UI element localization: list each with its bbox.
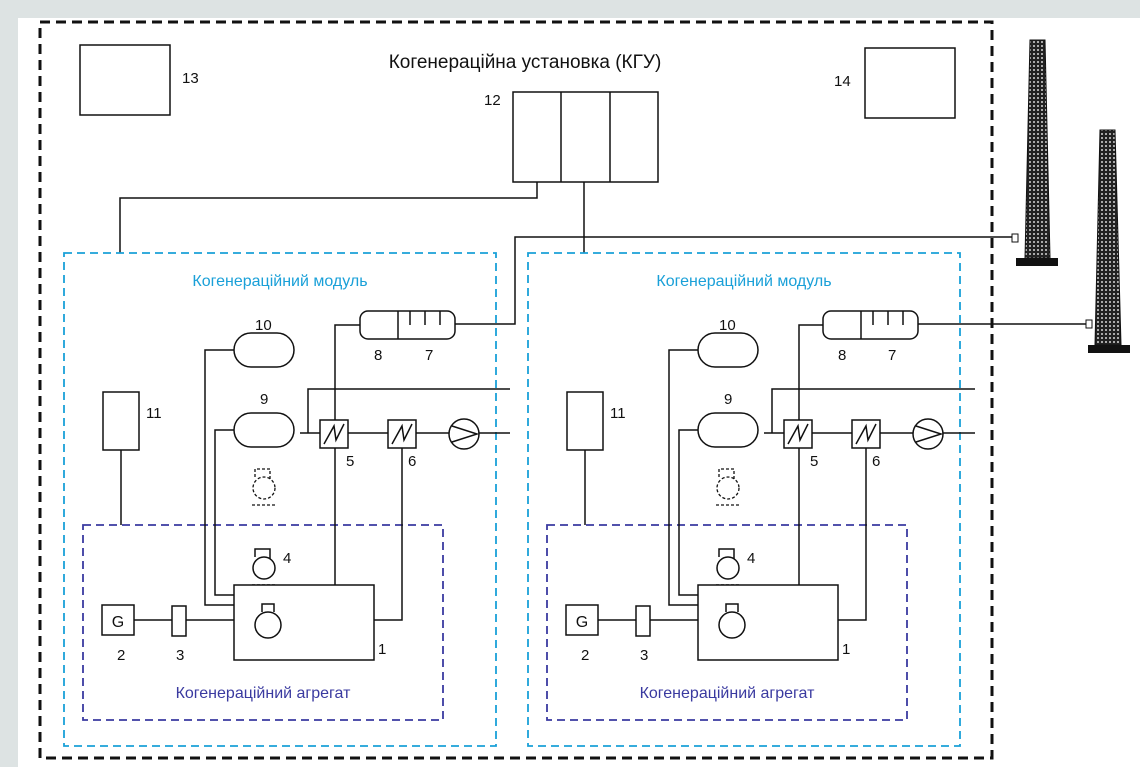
exhaust-unit-right	[822, 310, 919, 340]
plant-title: Когенераційна установка (КГУ)	[389, 52, 662, 73]
module-right-title: Когенераційний модуль	[656, 273, 831, 290]
label-10-left: 10	[255, 317, 272, 334]
aggregate-left-boundary	[82, 524, 444, 721]
exhaust-line-left	[455, 236, 1015, 325]
pump-spare-right	[716, 468, 741, 506]
label-9-right: 9	[724, 391, 732, 408]
heat-exchanger-6-left	[387, 419, 417, 449]
aggregate-right-title: Когенераційний агрегат	[640, 685, 816, 702]
plant-boundary	[38, 20, 994, 760]
label-6-right: 6	[872, 453, 880, 470]
module-left-title: Когенераційний модуль	[192, 273, 367, 290]
label-5-right: 5	[810, 453, 818, 470]
tank-10-left	[233, 332, 295, 368]
label-5-left: 5	[346, 453, 354, 470]
module-left: Когенераційний модуль Когенераційний агр…	[63, 252, 510, 747]
chimney-left	[1011, 39, 1058, 266]
label-4-left: 4	[283, 550, 291, 567]
label-11-right: 11	[610, 405, 626, 422]
tank-9-left	[233, 412, 295, 448]
engine-1-right	[697, 584, 839, 661]
label-8-right: 8	[838, 347, 846, 364]
label-8-left: 8	[374, 347, 382, 364]
box-14	[864, 47, 956, 119]
aggregate-left-title: Когенераційний агрегат	[176, 685, 352, 702]
label-10-right: 10	[719, 317, 736, 334]
tank-10-right	[697, 332, 759, 368]
label-6-left: 6	[408, 453, 416, 470]
label-2-right: 2	[581, 647, 589, 664]
coupling-3-left	[171, 605, 187, 637]
coupling-3-right	[635, 605, 651, 637]
circulation-pump-left	[448, 418, 480, 450]
tank-9-right	[697, 412, 759, 448]
label-13: 13	[182, 70, 199, 87]
box-13	[79, 44, 171, 116]
exhaust-unit-left	[359, 310, 456, 340]
label-4-right: 4	[747, 550, 755, 567]
label-7-left: 7	[425, 347, 433, 364]
label-9-left: 9	[260, 391, 268, 408]
module-right: Когенераційний модуль Когенераційний агр…	[527, 252, 975, 747]
generator-2-right	[565, 604, 599, 636]
engine-1-left	[233, 584, 375, 661]
label-14: 14	[834, 73, 851, 90]
label-7-right: 7	[888, 347, 896, 364]
pump-spare-left	[252, 468, 277, 506]
heat-exchanger-5-left	[319, 419, 349, 449]
circulation-pump-right	[912, 418, 944, 450]
aggregate-right-boundary	[546, 524, 908, 721]
label-12: 12	[484, 92, 501, 109]
label-2-left: 2	[117, 647, 125, 664]
chimney-right	[1085, 129, 1130, 353]
module-left-boundary	[63, 252, 497, 747]
label-11-left: 11	[146, 405, 162, 422]
module-right-boundary	[527, 252, 961, 747]
generator-symbol-left: G	[112, 614, 124, 631]
label-1-left: 1	[378, 641, 386, 658]
label-3-left: 3	[176, 647, 184, 664]
cabinet-11-right	[566, 391, 604, 451]
heat-exchanger-5-right	[783, 419, 813, 449]
cabinet-11-left	[102, 391, 140, 451]
control-line-left	[119, 182, 538, 253]
control-panel-12	[512, 91, 659, 183]
generator-symbol-right: G	[576, 614, 588, 631]
heat-exchanger-6-right	[851, 419, 881, 449]
label-1-right: 1	[842, 641, 850, 658]
label-3-right: 3	[640, 647, 648, 664]
